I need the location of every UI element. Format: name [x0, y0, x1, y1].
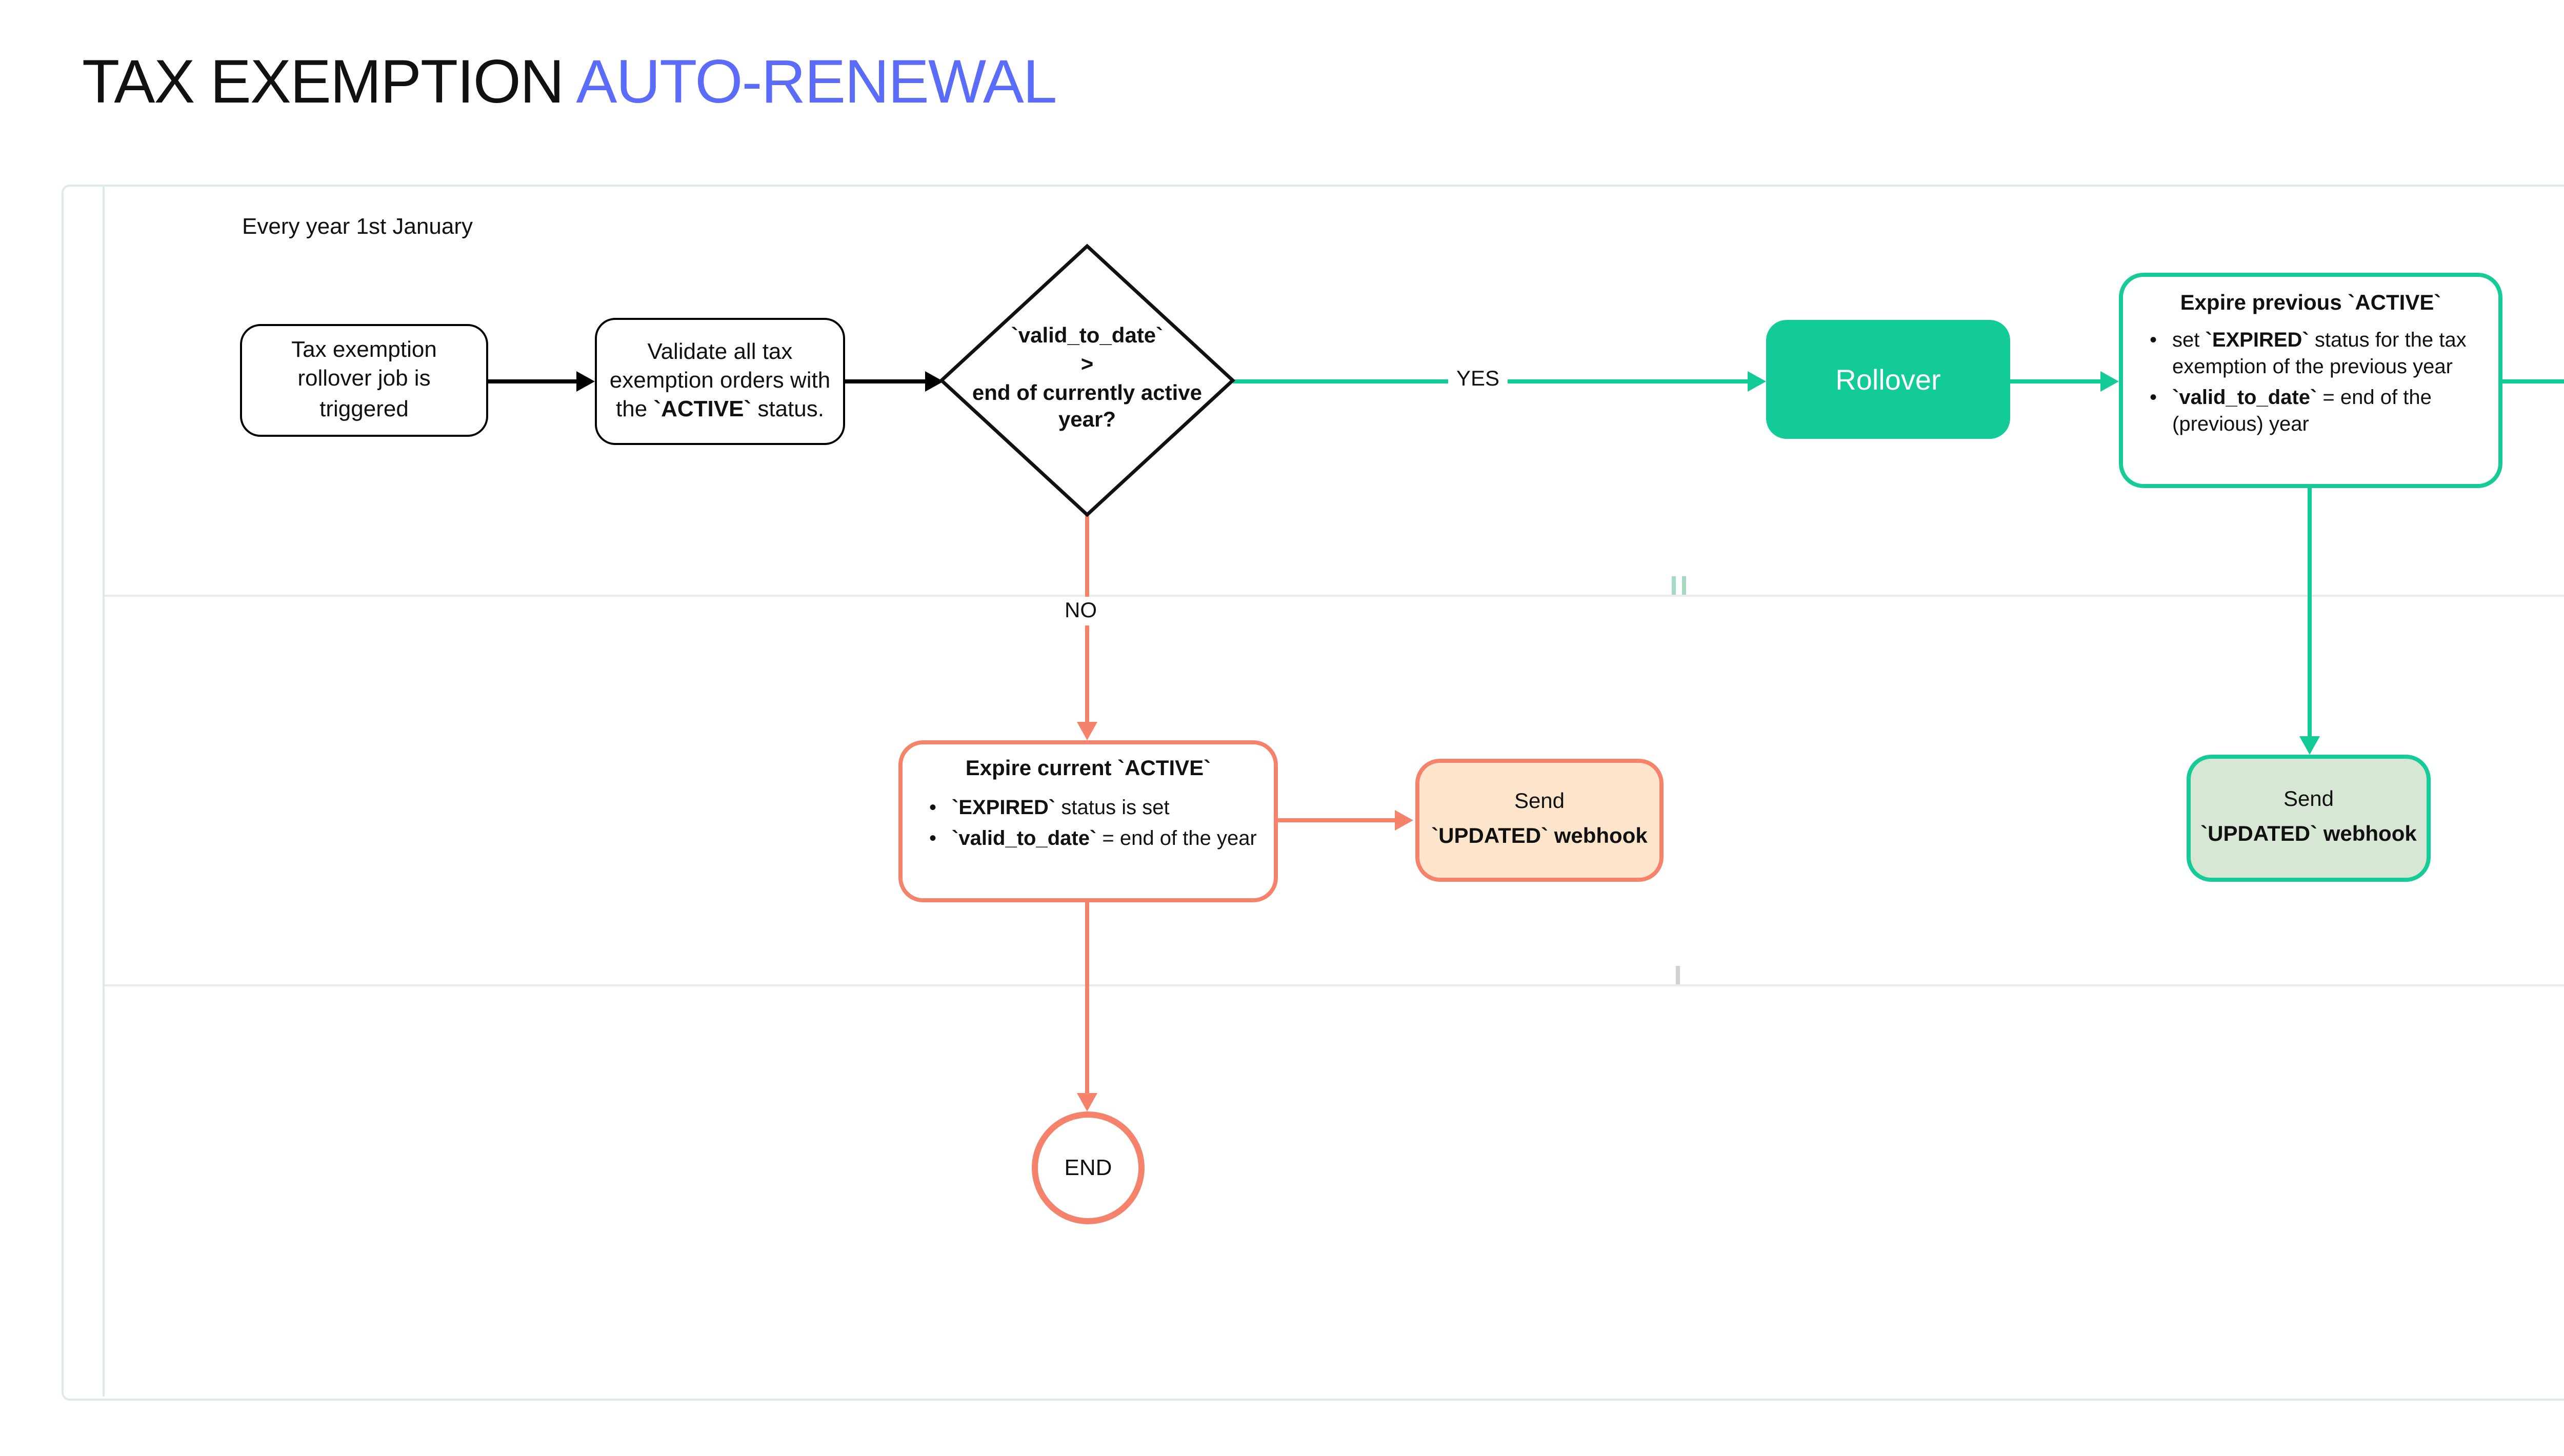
edge-expirecur-webhook — [1278, 817, 1397, 821]
lane-separator — [105, 595, 2564, 597]
webhook-line1: Send — [1514, 790, 1565, 815]
arrowhead — [1748, 370, 1766, 391]
decision-text: `valid_to_date`>end of currently active … — [972, 323, 1203, 434]
node-validate-text: Validate all tax exemption orders with t… — [609, 339, 831, 423]
card-bullets: set `EXPIRED` status for the tax exempti… — [2123, 328, 2498, 443]
lane-resize-handle — [1682, 576, 1685, 595]
lane-label: Every year 1st January — [242, 215, 473, 240]
arrowhead — [2298, 736, 2319, 755]
lane-separator — [105, 984, 2564, 986]
bullet: set `EXPIRED` status for the tax exempti… — [2150, 328, 2486, 381]
decision-diamond[interactable] — [933, 238, 1241, 525]
edge-expireprev-webhook — [2307, 488, 2311, 736]
lane-resize-handle — [1672, 576, 1675, 595]
end-label: END — [1064, 1156, 1112, 1180]
edge-validate-decision — [845, 378, 927, 382]
page-title: TAX EXEMPTION AUTO-RENEWAL — [82, 49, 1057, 119]
node-rollover-label: Rollover — [1835, 363, 1941, 396]
arrowhead — [1077, 722, 1097, 740]
edge-rollover-expireprev — [2010, 378, 2102, 382]
bullet: `EXPIRED` status is set — [929, 796, 1261, 822]
node-end-bottom[interactable]: END — [1032, 1111, 1145, 1224]
node-expire-previous[interactable]: Expire previous `ACTIVE` set `EXPIRED` s… — [2119, 273, 2502, 488]
canvas-frame — [62, 185, 2564, 1401]
edge-label-no: NO — [1056, 597, 1105, 625]
bullet: `valid_to_date` = end of the (previous) … — [2150, 386, 2486, 439]
page-title-black: TAX EXEMPTION — [82, 49, 565, 117]
page-title-blue: AUTO-RENEWAL — [576, 49, 1057, 117]
arrowhead — [1395, 809, 1413, 830]
card-bullets: `EXPIRED` status is set `valid_to_date` … — [903, 796, 1274, 857]
node-trigger[interactable]: Tax exemption rollover job is triggered — [240, 324, 488, 437]
node-validate[interactable]: Validate all tax exemption orders with t… — [595, 318, 845, 445]
card-title: Expire previous `ACTIVE` — [2180, 291, 2441, 316]
arrowhead — [1077, 1093, 1097, 1111]
node-send-updated-webhook[interactable]: Send `UPDATED` webhook — [2187, 755, 2431, 882]
arrowhead — [576, 370, 595, 391]
card-title: Expire current `ACTIVE` — [965, 757, 1211, 781]
bullet: `valid_to_date` = end of the year — [929, 826, 1261, 853]
lane-resize-handle — [1676, 966, 1679, 984]
edge-expireprev-create — [2502, 378, 2564, 382]
edge-trigger-validate — [488, 378, 580, 382]
webhook-line1: Send — [2283, 787, 2334, 813]
node-trigger-text: Tax exemption rollover job is triggered — [291, 338, 437, 422]
edge-expirecur-end — [1085, 902, 1089, 1093]
lane-header-strip — [103, 185, 105, 1397]
arrowhead — [2100, 370, 2119, 391]
webhook-line2: `UPDATED` webhook — [1431, 824, 1648, 849]
node-expire-current[interactable]: Expire current `ACTIVE` `EXPIRED` status… — [898, 740, 1278, 902]
node-send-updated-webhook-no-path[interactable]: Send `UPDATED` webhook — [1415, 759, 1664, 882]
webhook-line2: `UPDATED` webhook — [2200, 822, 2417, 847]
node-rollover[interactable]: Rollover — [1766, 320, 2010, 439]
edge-label-yes: YES — [1448, 365, 1508, 394]
